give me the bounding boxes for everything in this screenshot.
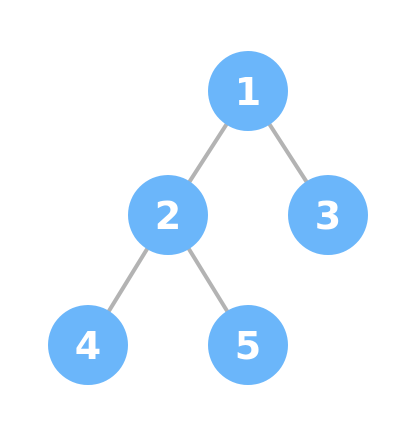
node-circle [128, 175, 208, 255]
tree-node-5: 5 [208, 305, 288, 385]
tree-node-1: 1 [208, 51, 288, 131]
node-circle [48, 305, 128, 385]
tree-node-2: 2 [128, 175, 208, 255]
tree-node-4: 4 [48, 305, 128, 385]
node-circle [208, 51, 288, 131]
nodes: 1 2 3 4 5 [48, 51, 368, 385]
node-label: 2 [155, 194, 181, 238]
node-label: 4 [75, 324, 101, 368]
node-label: 1 [235, 70, 261, 114]
node-label: 5 [235, 324, 261, 368]
node-circle [288, 175, 368, 255]
tree-node-3: 3 [288, 175, 368, 255]
node-circle [208, 305, 288, 385]
node-label: 3 [315, 194, 341, 238]
